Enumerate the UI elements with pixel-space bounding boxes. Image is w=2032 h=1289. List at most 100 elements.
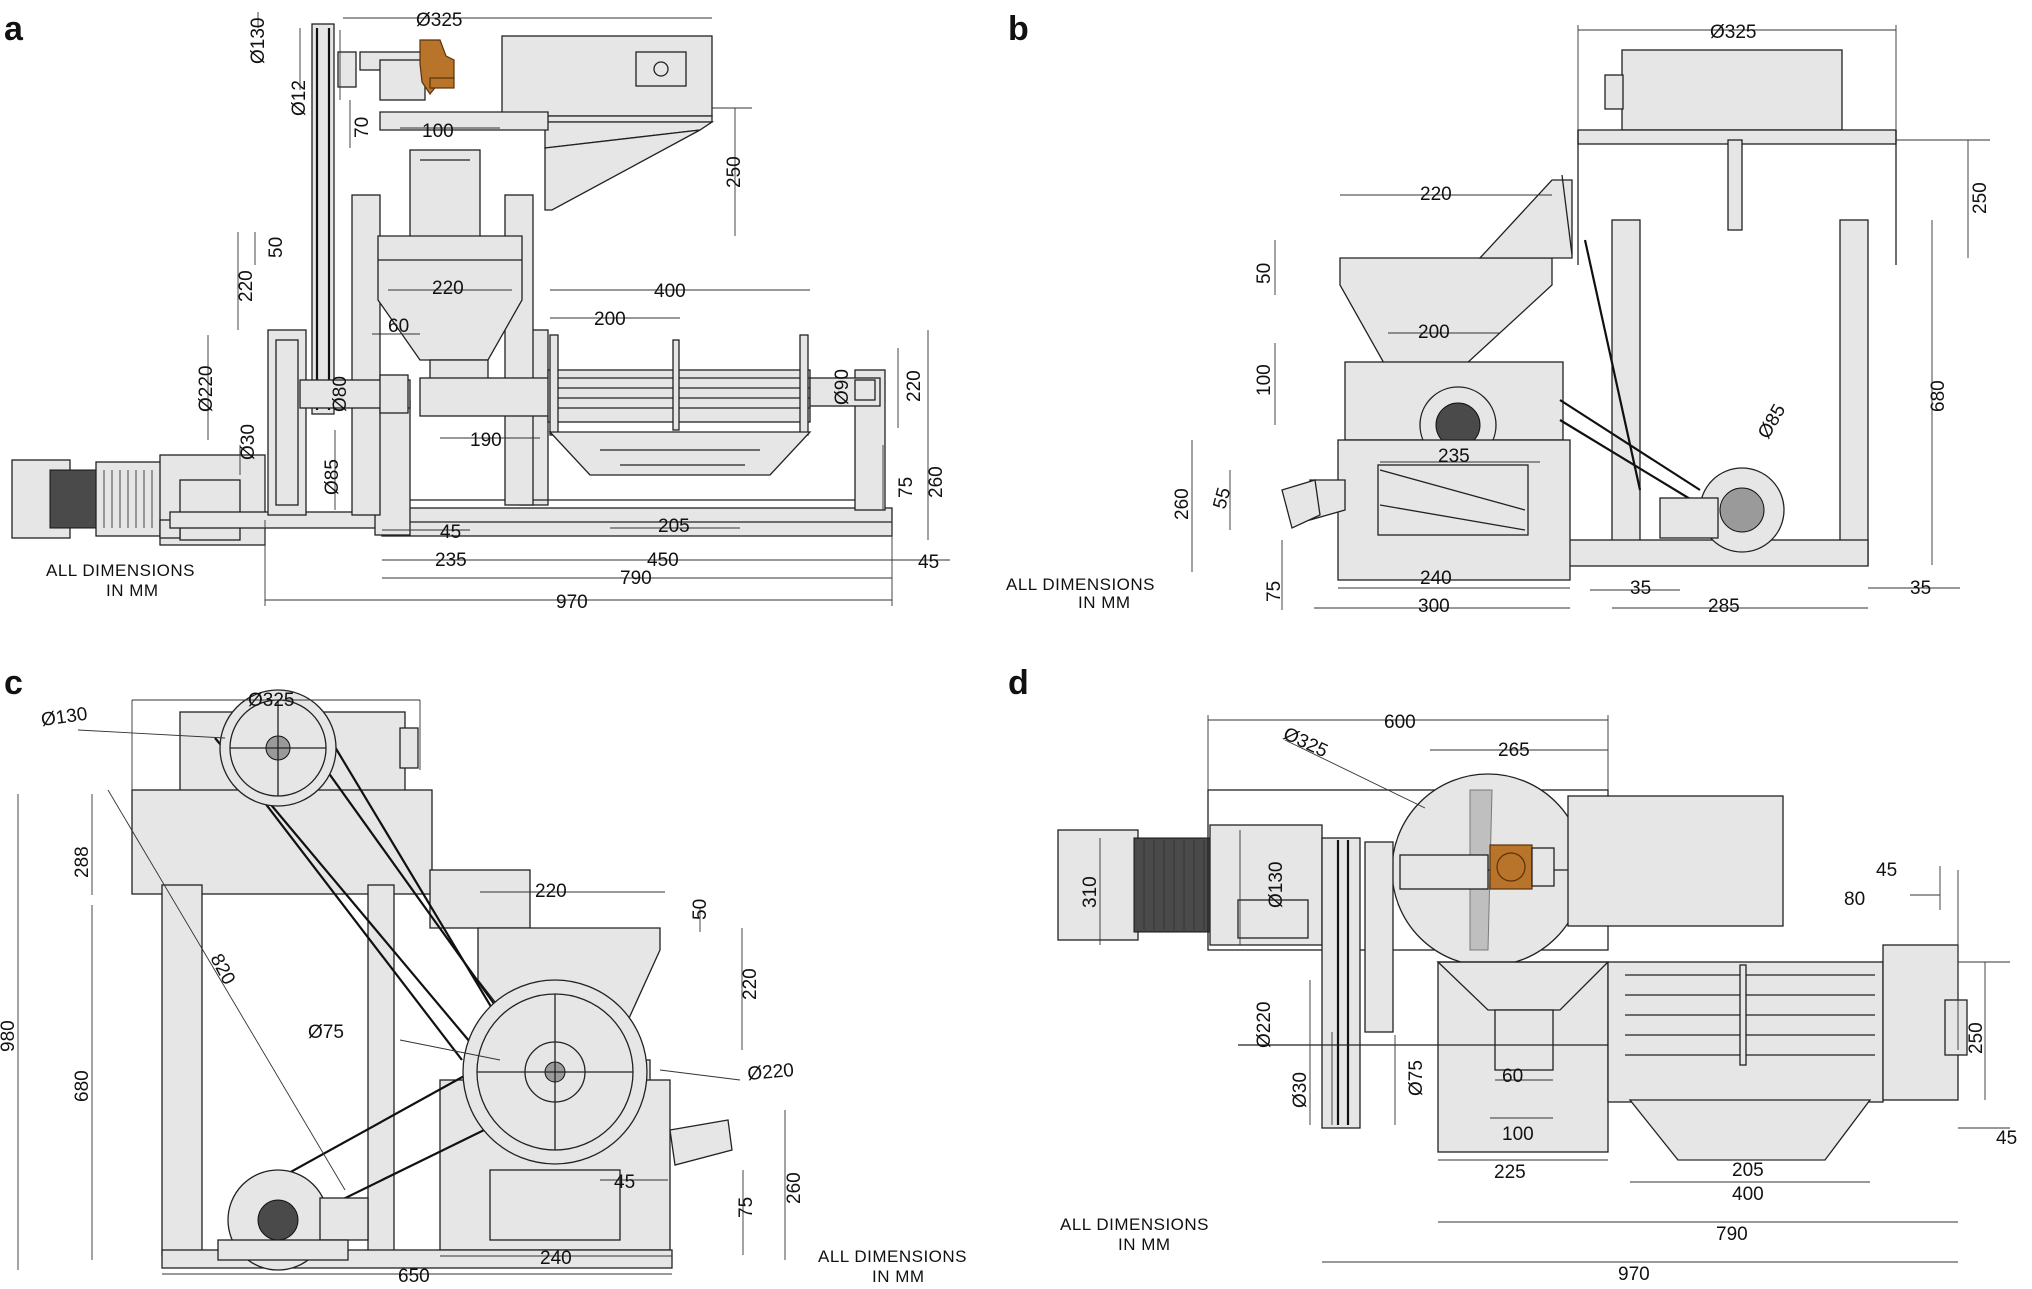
- panel-a-dim: 190: [470, 430, 502, 451]
- panel-b-dim: 35: [1630, 578, 1651, 599]
- panel-d-barrel: [1607, 944, 1968, 1161]
- panel-d-dim: 400: [1732, 1184, 1764, 1205]
- panel-a-dim: 60: [388, 316, 409, 337]
- panel-a-coupling: [419, 39, 455, 96]
- panel-c-dim: 75: [736, 1197, 757, 1218]
- panel-a-dim: Ø85: [322, 459, 343, 495]
- panel-d-dim: 250: [1966, 1022, 1987, 1054]
- panel-c-dim: Ø75: [308, 1022, 344, 1043]
- panel-a-dim: 790: [620, 568, 652, 589]
- panel-b-label: b: [1008, 10, 1029, 48]
- panel-b-dim: 285: [1708, 596, 1740, 617]
- panel-c-dim: 260: [784, 1172, 805, 1204]
- panel-d-note-line2: IN MM: [1118, 1235, 1171, 1254]
- panel-a-dim: 70: [352, 117, 373, 138]
- panel-a-note-line1: ALL DIMENSIONS: [46, 561, 195, 580]
- panel-a-dimension-texts: Ø325 Ø130 Ø12 70 100 250 50 220 220 400 …: [196, 10, 947, 613]
- panel-d-dim: 265: [1498, 740, 1530, 761]
- panel-d-hopper: [1436, 961, 1610, 1153]
- panel-b-note-line1: ALL DIMENSIONS: [1006, 575, 1155, 594]
- panel-c-note-line1: ALL DIMENSIONS: [818, 1247, 967, 1266]
- panel-a-barrel: [419, 334, 881, 476]
- panel-d-dim: 205: [1732, 1160, 1764, 1181]
- panel-d-top-view: d: [1008, 664, 2017, 1285]
- panel-a-dim: Ø325: [416, 10, 462, 31]
- panel-b-dim: 35: [1910, 578, 1931, 599]
- panel-b-frame: [1559, 130, 1897, 567]
- panel-d-dim: 225: [1494, 1162, 1526, 1183]
- panel-a-dim: 450: [647, 550, 679, 571]
- panel-d-gearbox: [1567, 795, 1784, 927]
- panel-a-dim: Ø30: [238, 424, 259, 460]
- panel-c-top-pulley: [219, 689, 337, 807]
- panel-a-gearbox: [379, 35, 715, 241]
- panel-d-dim: 970: [1618, 1264, 1650, 1285]
- panel-c-dim: Ø325: [248, 690, 294, 711]
- panel-b-side-view: b: [1006, 10, 1991, 617]
- panel-a-dim: Ø220: [196, 366, 217, 412]
- panel-b-dimension-texts: Ø325 250 220 50 680 200 100 Ø85 235 260 …: [1172, 22, 1991, 617]
- panel-c-dimension-lines: [17, 699, 786, 1275]
- panel-b-dim: 260: [1172, 488, 1193, 520]
- panel-d-dim: Ø75: [1406, 1060, 1427, 1096]
- panel-a-dim: Ø90: [832, 369, 853, 405]
- panel-b-dim: 200: [1418, 322, 1450, 343]
- panel-b-dim: 75: [1264, 581, 1285, 602]
- panel-c-dim: 680: [72, 1070, 93, 1102]
- panel-d-dimension-texts: 600 Ø325 265 310 Ø130 45 80 Ø220 250 Ø75…: [1080, 712, 2017, 1285]
- panel-d-dim: 600: [1384, 712, 1416, 733]
- panel-d-belt: [1321, 837, 1394, 1129]
- panel-d-label: d: [1008, 664, 1029, 702]
- panel-a-motor: [11, 454, 266, 546]
- panel-c-large-pulley: [462, 979, 648, 1165]
- panel-b-dim: 100: [1254, 364, 1275, 396]
- panel-a-dim: 220: [236, 270, 257, 302]
- panel-b-dim: 235: [1438, 446, 1470, 467]
- panel-a-dim: Ø12: [289, 80, 310, 116]
- panel-d-dim: Ø30: [1290, 1072, 1311, 1108]
- panel-c-note-line2: IN MM: [872, 1267, 925, 1286]
- panel-d-dim: 80: [1844, 889, 1865, 910]
- panel-d-note-line1: ALL DIMENSIONS: [1060, 1215, 1209, 1234]
- panel-b-barrel-block: [1281, 361, 1571, 581]
- panel-d-dim: 60: [1502, 1066, 1523, 1087]
- panel-c-dim: 220: [535, 881, 567, 902]
- panel-b-motor: [1559, 399, 1785, 553]
- panel-a-dim: 45: [440, 522, 461, 543]
- panel-b-dim: Ø325: [1710, 22, 1756, 43]
- panel-b-dimension-lines: [1191, 25, 1990, 610]
- panel-a-belt-drive: [267, 23, 431, 516]
- panel-a-dim: 260: [926, 466, 947, 498]
- panel-a-dim: 400: [654, 281, 686, 302]
- panel-a-dim: 205: [658, 516, 690, 537]
- panel-c-motor: [217, 1169, 369, 1271]
- panel-b-dim: 300: [1418, 596, 1450, 617]
- panel-d-dim: 45: [1996, 1128, 2017, 1149]
- panel-a-dim: 200: [594, 309, 626, 330]
- panel-c-dim: 820: [206, 950, 239, 988]
- panel-a-dim: 50: [266, 237, 287, 258]
- panel-c-housing: [131, 711, 531, 1256]
- panel-a-dim: 220: [904, 370, 925, 402]
- panel-a-dim: 75: [896, 477, 917, 498]
- panel-c-dim: 650: [398, 1266, 430, 1287]
- panel-b-dim: 240: [1420, 568, 1452, 589]
- panel-b-dim: 50: [1254, 263, 1275, 284]
- panel-d-dim: 100: [1502, 1124, 1534, 1145]
- panel-a-dim: 45: [918, 552, 939, 573]
- panel-d-dim: 790: [1716, 1224, 1748, 1245]
- panel-c-label: c: [4, 664, 23, 702]
- panel-d-dim: Ø220: [1254, 1002, 1275, 1048]
- panel-a-dim: Ø80: [330, 376, 351, 412]
- panel-b-dim: Ø85: [1754, 401, 1790, 443]
- panel-c-dim: Ø220: [747, 1060, 795, 1085]
- panel-b-note-line2: IN MM: [1078, 593, 1131, 612]
- panel-a-dim: 100: [422, 121, 454, 142]
- panel-b-dim: 220: [1420, 184, 1452, 205]
- panel-b-dim: 680: [1928, 380, 1949, 412]
- panel-a-dim: 235: [435, 550, 467, 571]
- panel-b-hopper: [1339, 174, 1573, 366]
- panel-c-rear-view: c: [0, 664, 967, 1287]
- panel-c-dim: 240: [540, 1248, 572, 1269]
